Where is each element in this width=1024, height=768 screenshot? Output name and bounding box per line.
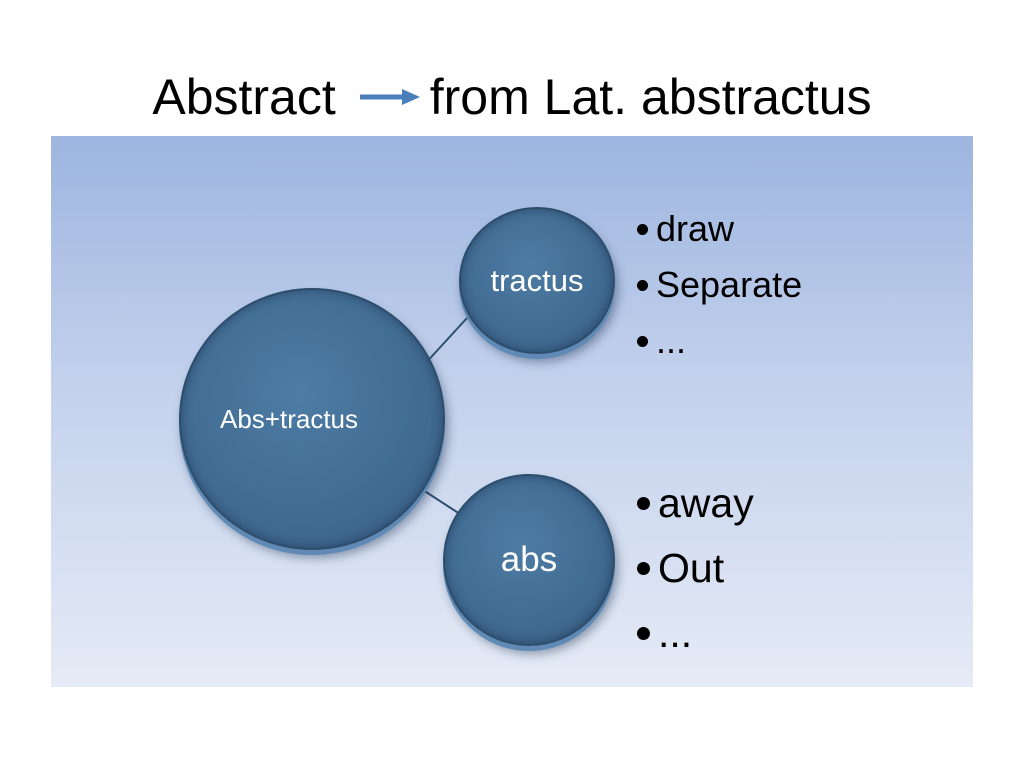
node-abs: abs <box>443 474 615 646</box>
bullet-icon <box>637 223 648 235</box>
bullet-icon <box>637 279 648 291</box>
bullet-icon <box>637 497 650 510</box>
title-etymology: from Lat. abstractus <box>429 69 872 125</box>
node-tractus: tractus <box>459 207 615 354</box>
list-item-text: draw <box>656 208 735 249</box>
right-arrow-icon <box>359 85 422 109</box>
bullet-icon <box>637 627 650 640</box>
tractus-meanings-list: draw Separate ... <box>637 201 802 369</box>
node-abs-tractus-label: Abs+tractus <box>220 403 359 434</box>
list-item: draw <box>637 201 802 257</box>
node-abs-tractus: Abs+tractus <box>179 288 445 550</box>
list-item-text: ... <box>656 320 687 361</box>
connector-upper <box>422 317 468 367</box>
bullet-icon <box>637 335 648 347</box>
bullet-icon <box>637 562 650 575</box>
title-word-abstract: Abstract <box>152 69 336 125</box>
list-item-text: Separate <box>656 264 803 305</box>
list-item: ... <box>637 313 802 369</box>
list-item: away <box>637 471 754 536</box>
node-abs-label: abs <box>500 540 558 579</box>
list-item: ... <box>637 601 754 666</box>
list-item-text: Out <box>658 545 725 591</box>
list-item: Out <box>637 536 754 601</box>
etymology-diagram: Abs+tractus tractus abs draw Separate ..… <box>51 136 973 687</box>
slide-title: Abstract from Lat. abstractus <box>0 62 1024 132</box>
list-item-text: away <box>658 480 754 526</box>
list-item: Separate <box>637 257 802 313</box>
list-item-text: ... <box>658 610 693 656</box>
node-tractus-label: tractus <box>490 262 584 298</box>
abs-meanings-list: away Out ... <box>637 471 754 666</box>
